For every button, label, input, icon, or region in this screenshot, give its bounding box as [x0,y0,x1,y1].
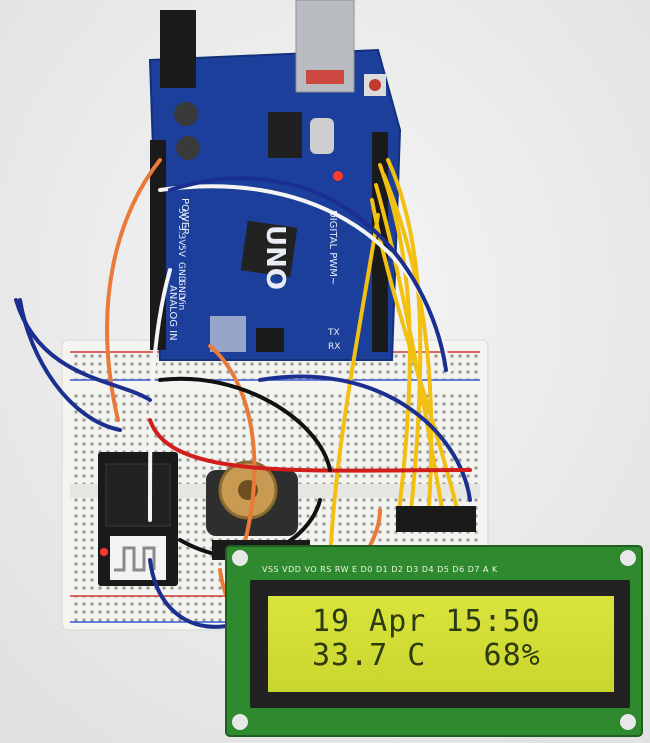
lcd-screen [268,596,614,692]
atmega-chip [240,220,298,278]
arduino-uno-board [148,0,402,361]
rx-label: RX [328,342,341,352]
power-pin-5v-2: 5V [176,245,186,257]
esp8266-module [98,452,178,586]
power-pin-vin: Vin [176,296,186,311]
tx-label: TX [328,328,340,338]
digital-label: DIGITAL PWM~ [327,210,338,286]
dc-jack [160,10,196,88]
uno-logo: UNO [260,225,290,290]
lcd-line-1: 19 Apr 15:50 [312,604,541,639]
lcd-pin-labels: VSS VDD VO RS RW E D0 D1 D2 D3 D4 D5 D6 … [262,565,498,574]
jumper-wires [14,158,472,634]
lcd-line-2: 33.7 C 68% [312,638,541,673]
capacitor [174,102,198,126]
power-pin-3v3: 3.3V [176,225,186,246]
lcd-module [225,545,643,737]
power-pin-5v: 5V [176,208,186,220]
